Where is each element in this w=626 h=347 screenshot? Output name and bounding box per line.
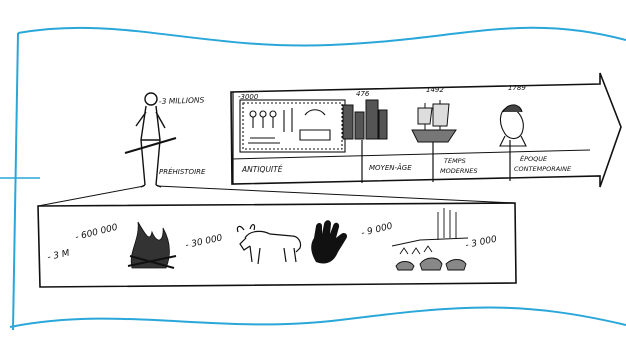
start-date-label: -3 MILLIONS [159,95,205,106]
frame-top-wave [18,28,626,46]
farming-village-icon [392,208,468,270]
marker-date-contemporary: 1789 [508,84,526,92]
zoom-label-3000: - 3 000 [465,234,499,250]
hand-print-icon [311,220,347,263]
zoom-label-30000: - 30 000 [185,233,224,251]
zoom-label-9000: - 9 000 [360,221,394,238]
period-antiquity: ANTIQUITÉ [241,165,283,174]
aurochs-icon [237,225,300,264]
frame-left-edge [13,33,18,330]
period-contemporary-line2: CONTEMPORAINE [514,165,572,173]
castle-icon [343,100,387,139]
zoom-label-3m: - 3 M [47,248,71,263]
period-contemporary-line1: ÉPOQUE [520,154,548,163]
marker-date-antiquity: -3000 [238,93,259,101]
period-modern-line2: MODERNES [440,167,477,175]
period-middle-ages: MOYEN-ÂGE [369,163,412,172]
fire-icon [128,222,176,268]
marianne-bust-icon [500,105,526,146]
period-prehistory: PRÉHISTOIRE [159,167,206,176]
hieroglyph-tablet-icon [240,100,345,152]
marker-date-modern: 1492 [426,86,444,94]
period-modern-line1: TEMPS [444,157,466,165]
ship-icon [412,100,456,142]
marker-date-middle-ages: 476 [356,90,370,98]
zoom-label-600000: - 600 000 [74,223,119,243]
frame-bottom-wave [10,308,626,328]
